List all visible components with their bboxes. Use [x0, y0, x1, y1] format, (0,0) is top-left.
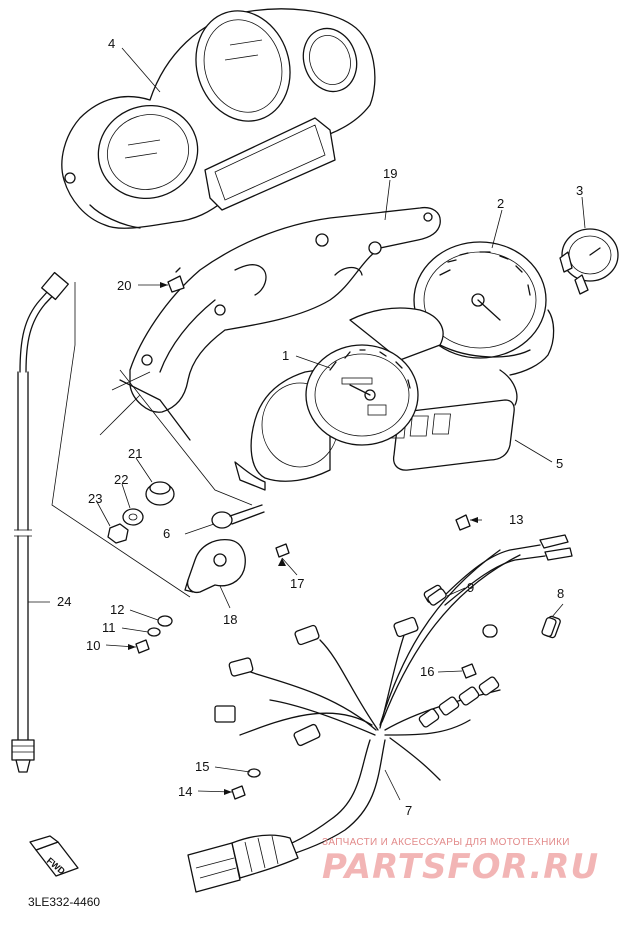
callout-4: 4	[108, 36, 115, 51]
callout-7: 7	[405, 803, 412, 818]
callout-19: 19	[383, 166, 397, 181]
watermark: ЗАПЧАСТИ И АКСЕССУАРЫ ДЛЯ МОТОТЕХНИКИ PA…	[322, 837, 599, 887]
callout-17: 17	[290, 576, 304, 591]
callout-8: 8	[557, 586, 564, 601]
fastener-arrows	[128, 282, 478, 795]
screw-part-13	[455, 514, 471, 531]
screw-part-15	[247, 768, 261, 778]
screw-part-14	[231, 785, 246, 800]
callout-20: 20	[117, 278, 131, 293]
callout-22: 22	[114, 472, 128, 487]
callout-10: 10	[86, 638, 100, 653]
meter-cover-part-4	[61, 8, 376, 229]
callout-3: 3	[576, 183, 583, 198]
tachometer-part-2	[413, 241, 555, 376]
washer-part-22	[122, 508, 144, 526]
callout-12: 12	[110, 602, 124, 617]
callout-24: 24	[57, 594, 71, 609]
callout-6: 6	[163, 526, 170, 541]
speedometer-cable-part-24	[11, 271, 69, 773]
callout-1: 1	[282, 348, 289, 363]
watermark-subtitle: ЗАПЧАСТИ И АКСЕССУАРЫ ДЛЯ МОТОТЕХНИКИ	[322, 837, 570, 848]
screw-part-10	[135, 639, 150, 654]
callout-11: 11	[102, 620, 116, 635]
bracket-part-18	[184, 539, 246, 594]
callout-labels: 4 19 2 3 20 1 5 21 22 23 6 13 17 9 8 24 …	[57, 36, 583, 818]
callout-18: 18	[223, 612, 237, 627]
screw-part-17	[275, 543, 290, 558]
callout-13: 13	[509, 512, 523, 527]
callout-16: 16	[420, 664, 434, 679]
speedometer-part-1	[305, 344, 419, 446]
callout-23: 23	[88, 491, 102, 506]
washer-part-11	[147, 627, 161, 637]
callout-2: 2	[497, 196, 504, 211]
collar-part-6	[211, 504, 265, 529]
terminal-part-9	[427, 588, 447, 606]
washer-part-12	[157, 615, 173, 627]
fwd-direction-marker: FWD	[29, 835, 79, 877]
callout-21: 21	[128, 446, 142, 461]
small-gauge-part-3	[559, 228, 619, 295]
terminal-part-8	[541, 617, 557, 637]
grommet-part-21	[145, 481, 175, 506]
bracket-part-19	[99, 206, 441, 441]
callout-14: 14	[178, 784, 192, 799]
diagram-part-code: 3LE332-4460	[28, 895, 100, 909]
callout-9: 9	[467, 580, 474, 595]
leader-lines	[28, 47, 586, 801]
watermark-brand: PARTSFOR.RU	[322, 847, 599, 887]
nut-part-23	[107, 523, 129, 544]
callout-5: 5	[556, 456, 563, 471]
washer-part-16	[461, 663, 477, 679]
screw-part-20	[167, 267, 185, 293]
callout-15: 15	[195, 759, 209, 774]
